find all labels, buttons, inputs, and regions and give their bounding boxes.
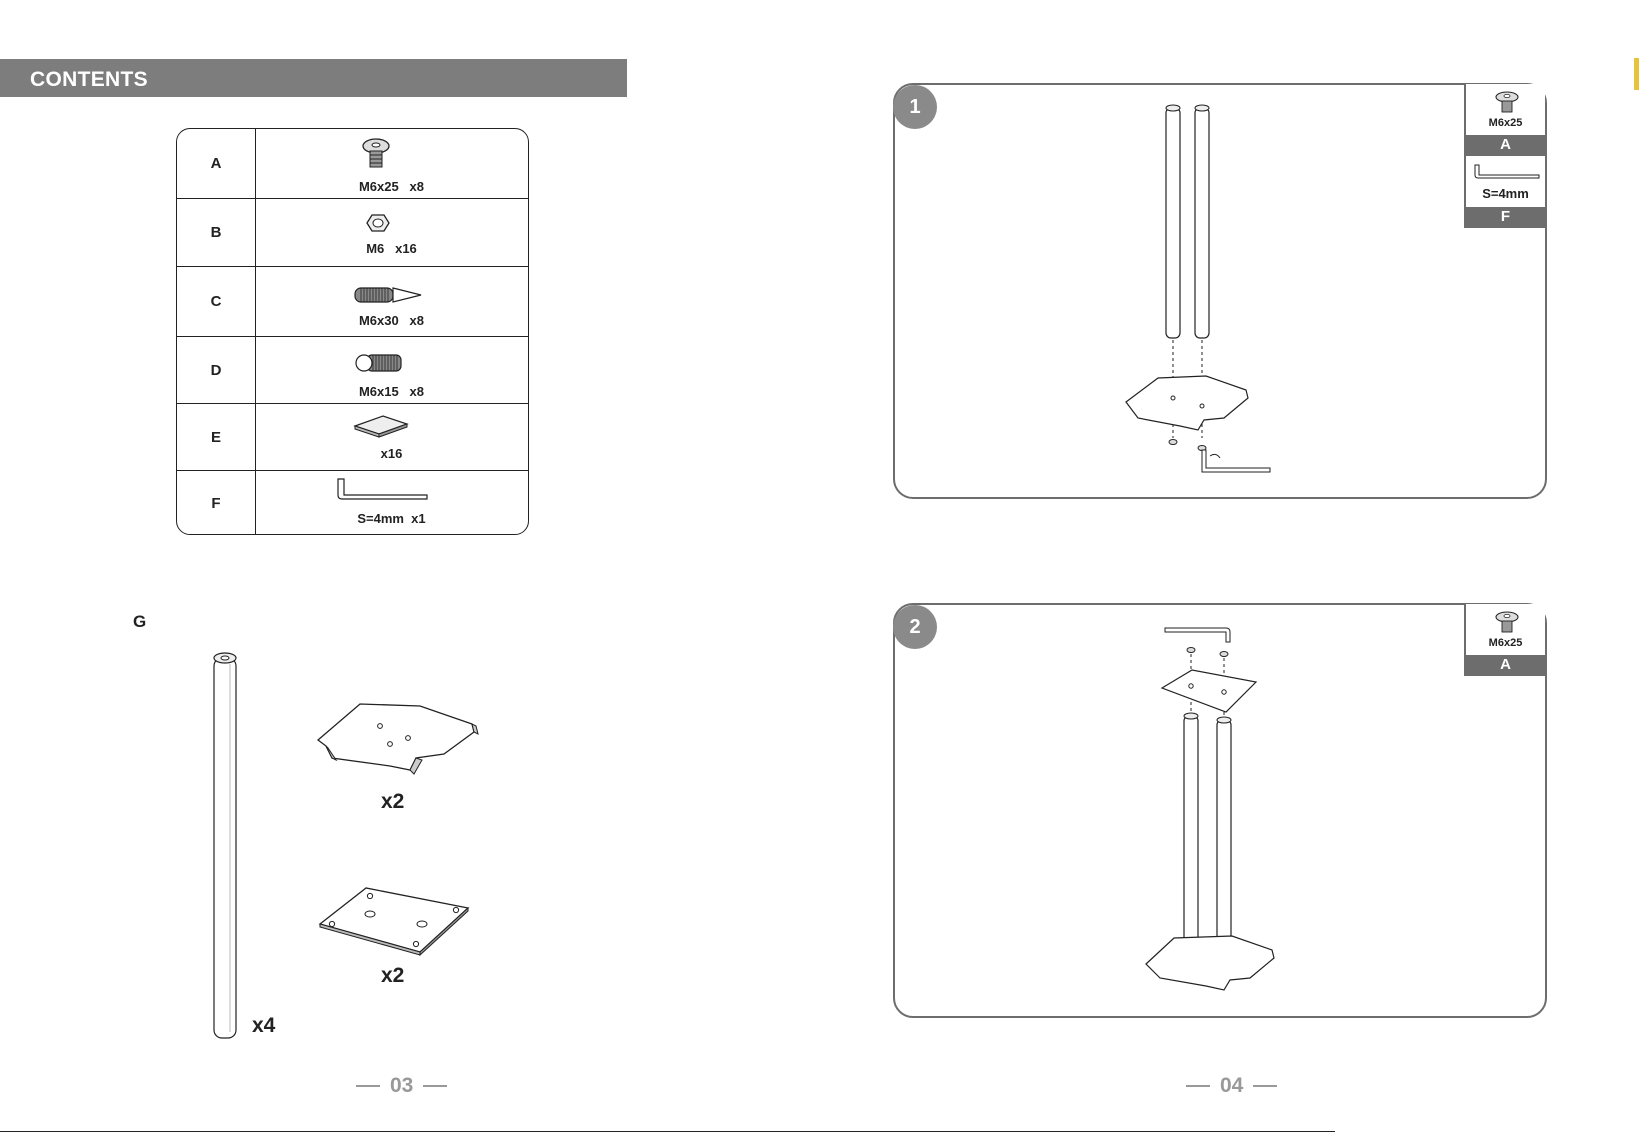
part-caption: x16 [255, 446, 528, 461]
allen-key-icon [1473, 164, 1541, 180]
hardware-caption: M6x25 [1466, 637, 1545, 649]
top-plate-quantity: x2 [381, 964, 404, 988]
page-title: CONTENTS [30, 68, 148, 92]
parts-row-f: F S=4mm x1 [177, 470, 528, 535]
threaded-insert-icon [353, 352, 405, 374]
part-letter: B [177, 199, 256, 266]
hardware-letter: A [1466, 135, 1545, 154]
flat-head-bolt-icon [1494, 90, 1520, 114]
flat-head-bolt-icon [361, 137, 391, 171]
hardware-caption: S=4mm [1466, 186, 1545, 201]
step-2-badge: 2 [893, 605, 937, 649]
step-2-diagram [1140, 620, 1280, 1000]
top-plate-illustration [316, 884, 476, 956]
page-number-dash [423, 1085, 447, 1087]
pole-quantity: x4 [252, 1014, 275, 1038]
pad-icon [353, 414, 409, 438]
page-number-dash [1186, 1085, 1210, 1087]
part-caption: M6 x16 [255, 241, 528, 256]
pole-illustration [210, 652, 240, 1042]
parts-row-c: C M6x30 x8 [177, 266, 528, 336]
hex-nut-icon [364, 213, 392, 233]
step-1-hardware-f: S=4mm F [1464, 156, 1545, 228]
part-letter: D [177, 337, 256, 403]
step-1-badge: 1 [893, 85, 937, 129]
part-letter: E [177, 404, 256, 470]
base-plate-illustration [312, 700, 482, 780]
page-number-right: 04 [1186, 1074, 1277, 1098]
page-number-dash [1253, 1085, 1277, 1087]
part-letter: F [177, 471, 256, 535]
page-number-value: 04 [1220, 1074, 1243, 1098]
page-number-left: 03 [356, 1074, 447, 1098]
page-bottom-rule [0, 1131, 1335, 1132]
page-number-dash [356, 1085, 380, 1087]
spike-screw-icon [353, 285, 423, 305]
base-plate-quantity: x2 [381, 790, 404, 814]
page-number-value: 03 [390, 1074, 413, 1098]
parts-row-d: D M6x15 x8 [177, 336, 528, 403]
part-letter: C [177, 267, 256, 336]
hardware-caption: M6x25 [1466, 117, 1545, 129]
allen-key-icon [335, 477, 431, 501]
parts-row-e: E x16 [177, 403, 528, 470]
step-1-diagram [1120, 100, 1280, 480]
hardware-letter: A [1466, 655, 1545, 674]
step-2-hardware-a: M6x25 A [1464, 604, 1545, 676]
parts-table: A M6x25 x8 B M6 x16 C M6x30 x8 D [176, 128, 529, 535]
part-caption: S=4mm x1 [255, 511, 528, 526]
part-caption: M6x15 x8 [255, 384, 528, 399]
parts-row-a: A M6x25 x8 [177, 129, 528, 198]
part-caption: M6x25 x8 [255, 179, 528, 194]
part-letter-g: G [133, 612, 146, 632]
page-edge-mark [1634, 58, 1639, 90]
step-1-hardware-a: M6x25 A [1464, 84, 1545, 156]
part-letter: A [177, 129, 256, 198]
part-caption: M6x30 x8 [255, 313, 528, 328]
flat-head-bolt-icon [1494, 610, 1520, 634]
hardware-letter: F [1466, 207, 1545, 226]
parts-row-b: B M6 x16 [177, 198, 528, 266]
